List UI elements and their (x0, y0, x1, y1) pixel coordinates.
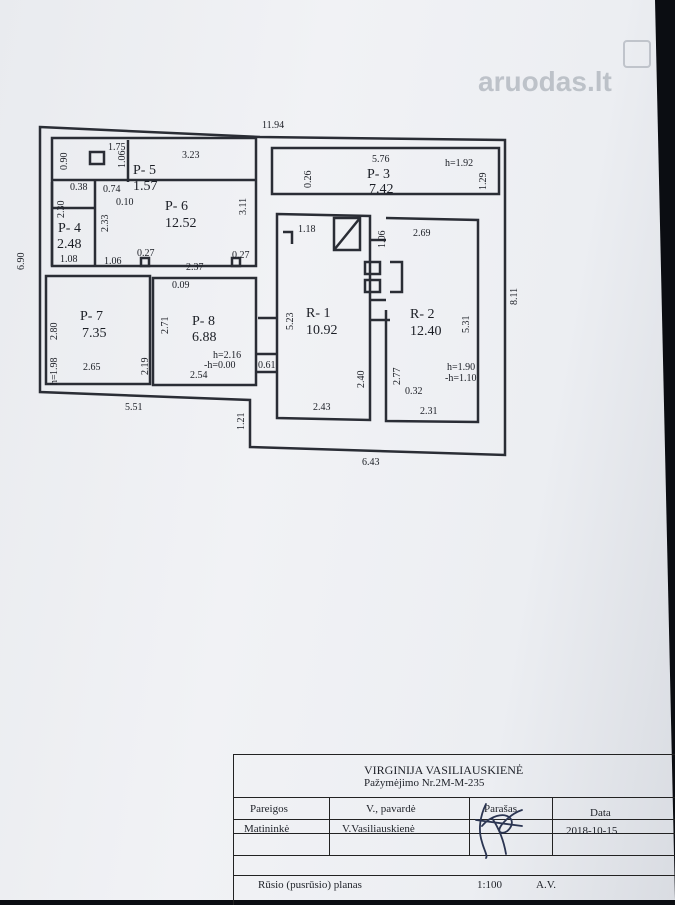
dim-overall-top: 11.94 (262, 120, 284, 131)
dim-p5-e: 0.74 (103, 184, 121, 195)
title-block-author: VIRGINIJA VASILIAUSKIENĖ (364, 763, 524, 777)
dim-p6-g: 0.27 (232, 250, 250, 261)
p8-note: h=2.16 (213, 350, 241, 361)
dim-r1-c: 2.40 (356, 371, 367, 389)
dim-p6-a: 3.23 (182, 150, 200, 161)
dim-p8-d: 2.54 (190, 370, 208, 381)
dim-overall-left: 6.90 (16, 253, 27, 271)
room-p8-id: P- 8 (192, 314, 215, 329)
drawing-title: Rūsio (pusrūsio) planas (258, 879, 362, 891)
dim-r2-f: 2.31 (420, 406, 438, 417)
dim-p5-c: 1.06 (117, 151, 128, 169)
dim-r1-a: 1.18 (298, 224, 316, 235)
dim-p3-b: 0.26 (303, 171, 314, 189)
dim-p8-a: 0.09 (172, 280, 190, 291)
dim-p6-c: 2.33 (100, 215, 111, 233)
dim-overall-bottom-right: 6.43 (362, 457, 380, 468)
dim-r2-e: 0.32 (405, 386, 423, 397)
row-date: 2018-10-15 (566, 825, 618, 837)
room-labels: P- 3 7.42 P- 4 2.48 P- 5 1.57 P- 6 12.52… (57, 163, 442, 345)
dim-p5-b: 0.90 (59, 153, 70, 171)
dim-p8-e: 0.61 (258, 360, 276, 371)
dim-p5-f: 0.10 (116, 197, 134, 208)
room-p4-area: 2.48 (57, 237, 82, 252)
room-p5-area: 1.57 (133, 179, 158, 194)
dim-p7-a: 2.80 (49, 323, 60, 341)
room-r1-area: 10.92 (306, 323, 338, 338)
dim-p6-d: 1.06 (104, 256, 122, 267)
p3-note: h=1.92 (445, 158, 473, 169)
dim-p6-f: 2.37 (186, 262, 204, 273)
room-r2-id: R- 2 (410, 307, 435, 322)
dim-p3-c: 1.29 (478, 173, 489, 191)
walls (38, 125, 507, 457)
watermark-logo-icon (623, 40, 651, 68)
header-position: Pareigos (250, 803, 288, 815)
watermark-brand: aruodas (478, 66, 587, 97)
dim-p7-c: 1.98 (49, 358, 60, 376)
room-p7-id: P- 7 (80, 309, 103, 324)
dim-p4-a: 2.30 (56, 201, 67, 219)
dim-r2-a: 1.06 (377, 231, 388, 249)
dim-overall-right: 8.11 (509, 288, 520, 305)
room-p6-id: P- 6 (165, 199, 188, 214)
dim-overall-bottom-left: 5.51 (125, 402, 143, 413)
dim-p6-b: 3.11 (238, 198, 249, 215)
drawing-scale: 1:100 (477, 879, 503, 891)
room-p6-area: 12.52 (165, 216, 197, 231)
watermark: aruodas.lt (478, 66, 612, 98)
room-p7-area: 7.35 (82, 326, 107, 341)
room-r2-area: 12.40 (410, 324, 442, 339)
dimension-labels: 11.94 6.90 8.11 5.51 6.43 1.21 1.75 0.90… (16, 120, 520, 468)
room-r1-id: R- 1 (306, 306, 331, 321)
room-p8-area: 6.88 (192, 330, 217, 345)
dim-r1-b: 5.23 (285, 313, 296, 331)
room-p4-id: P- 4 (58, 221, 81, 236)
watermark-tld: .lt (586, 66, 612, 97)
dim-p5-a: 1.75 (108, 142, 126, 153)
r2-note2: -h=1.10 (445, 373, 476, 384)
dim-p6-e: 0.27 (137, 248, 155, 259)
p7-note: h= (49, 374, 60, 385)
dim-p8-b: 2.71 (160, 317, 171, 335)
room-p3-id: P- 3 (367, 167, 390, 182)
dim-p5-d: 0.38 (70, 182, 88, 193)
dim-p4-b: 1.08 (60, 254, 78, 265)
header-date: Data (590, 807, 611, 819)
row-name: V.Vasiliauskienė (342, 823, 415, 835)
header-name: V., pavardė (366, 803, 416, 815)
room-p3-area: 7.42 (369, 182, 394, 197)
row-position: Matininkė (244, 823, 290, 835)
dim-r2-c: 5.31 (461, 316, 472, 334)
dim-p7-b: 2.65 (83, 362, 101, 373)
floor-plan: 11.94 6.90 8.11 5.51 6.43 1.21 1.75 0.90… (16, 120, 520, 468)
r2-note: h=1.90 (447, 362, 475, 373)
header-signature: Parašas (484, 803, 517, 815)
dim-r1-d: 2.43 (313, 402, 331, 413)
drawing-av: A.V. (536, 879, 556, 891)
signature-mark (475, 803, 523, 859)
title-block-certificate: Pažymėjimo Nr.2M-M-235 (364, 777, 485, 789)
dim-r2-b: 2.69 (413, 228, 431, 239)
dim-step: 1.21 (236, 413, 247, 431)
room-p5-id: P- 5 (133, 163, 156, 178)
title-block: VIRGINIJA VASILIAUSKIENĖ Pažymėjimo Nr.2… (233, 754, 675, 905)
p8-note2: -h=0.00 (204, 360, 235, 371)
dim-r2-d: 2.77 (392, 368, 403, 386)
dim-p3-a: 5.76 (372, 154, 390, 165)
dim-p8-c: 2.19 (140, 358, 151, 376)
